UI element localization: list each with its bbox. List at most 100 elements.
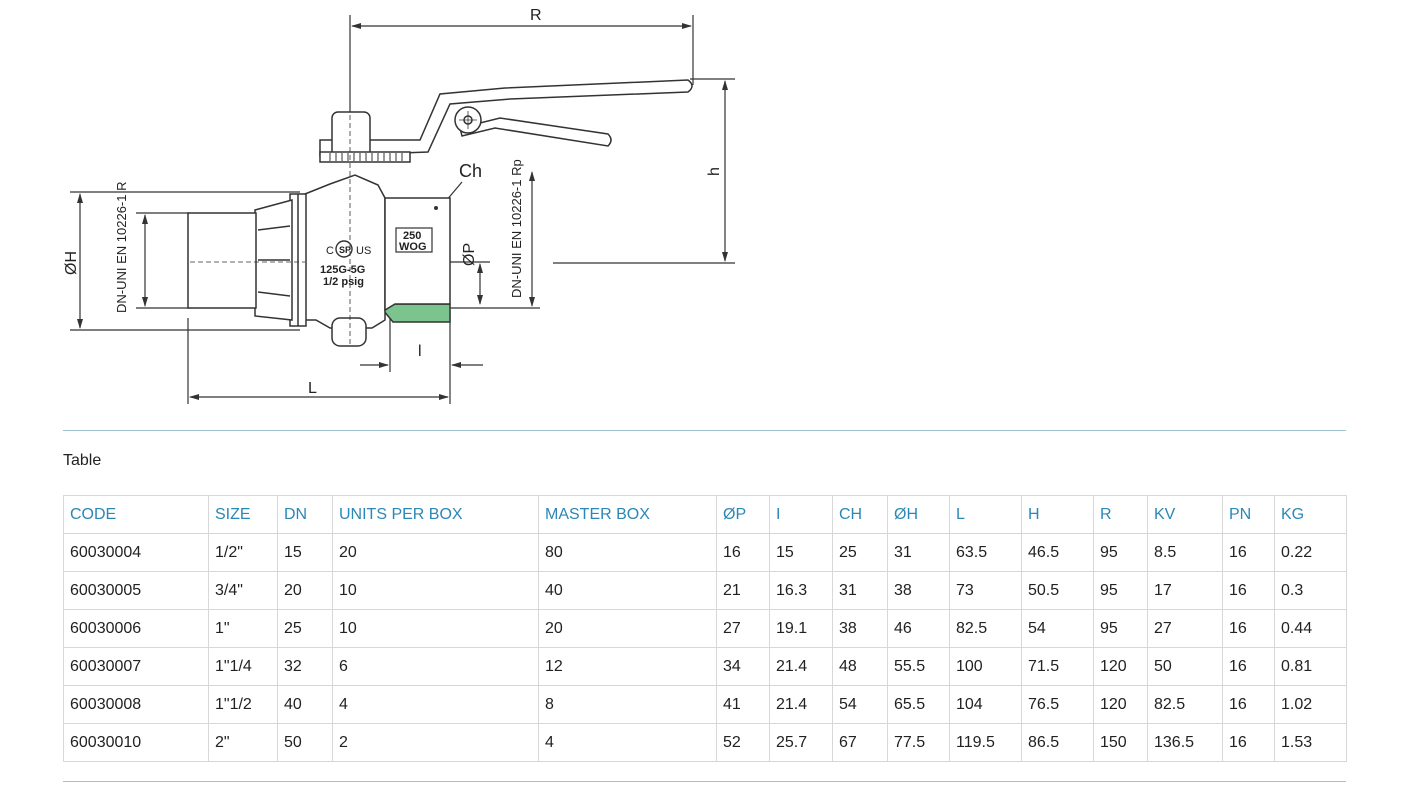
table-cell: 34 (716, 647, 770, 686)
table-cell: 21.4 (769, 685, 833, 724)
table-cell: 4 (538, 723, 717, 762)
table-cell: 95 (1093, 533, 1148, 572)
csa-right-text: US (356, 245, 371, 257)
label-female-thread: DN-UNI EN 10226-1 Rp (509, 159, 524, 298)
table-cell: 63.5 (949, 533, 1022, 572)
top-divider (63, 430, 1346, 431)
csa-mark-text: SP (339, 245, 351, 255)
label-h: h (706, 167, 723, 176)
bottom-divider (63, 781, 1346, 782)
table-cell: 6 (332, 647, 539, 686)
seal-band (381, 303, 451, 323)
table-cell: 2" (208, 723, 278, 762)
center-lines (190, 115, 351, 345)
label-oh: ØH (63, 251, 80, 275)
table-cell: 120 (1093, 647, 1148, 686)
knurl (329, 153, 403, 161)
table-cell: 4 (332, 685, 539, 724)
table-cell: 60030007 (63, 647, 209, 686)
column-header: H (1021, 495, 1094, 534)
table-cell: 119.5 (949, 723, 1022, 762)
table-cell: 15 (769, 533, 833, 572)
table-cell: 40 (538, 571, 717, 610)
table-cell: 21.4 (769, 647, 833, 686)
table-cell: 27 (1147, 609, 1223, 648)
table-cell: 0.22 (1274, 533, 1347, 572)
table-cell: 20 (277, 571, 333, 610)
rating-line2: 1/2 psig (323, 276, 364, 288)
table-cell: 150 (1093, 723, 1148, 762)
ch-leader-dot (434, 206, 438, 210)
table-cell: 0.3 (1274, 571, 1347, 610)
table-cell: 48 (832, 647, 888, 686)
table-cell: 73 (949, 571, 1022, 610)
table-cell: 31 (887, 533, 950, 572)
table-cell: 1/2" (208, 533, 278, 572)
table-cell: 27 (716, 609, 770, 648)
table-cell: 65.5 (887, 685, 950, 724)
table-cell: 80 (538, 533, 717, 572)
table-cell: 16.3 (769, 571, 833, 610)
table-cell: 100 (949, 647, 1022, 686)
table-cell: 17 (1147, 571, 1223, 610)
table-cell: 20 (538, 609, 717, 648)
table-cell: 16 (1222, 723, 1275, 762)
table-cell: 136.5 (1147, 723, 1223, 762)
table-cell: 1"1/4 (208, 647, 278, 686)
table-cell: 16 (1222, 533, 1275, 572)
table-cell: 52 (716, 723, 770, 762)
dimension-labels: R h Ch ØH DN-UNI EN 10226-1 R ØP DN-UNI … (63, 7, 723, 397)
column-header: I (769, 495, 833, 534)
table-cell: 60030006 (63, 609, 209, 648)
table-cell: 10 (332, 571, 539, 610)
table-cell: 0.81 (1274, 647, 1347, 686)
table-cell: 38 (887, 571, 950, 610)
table-cell: 10 (332, 609, 539, 648)
column-header: PN (1222, 495, 1275, 534)
table-cell: 82.5 (1147, 685, 1223, 724)
table-cell: 32 (277, 647, 333, 686)
table-cell: 60030004 (63, 533, 209, 572)
label-ch: Ch (459, 161, 482, 181)
column-header: CH (832, 495, 888, 534)
column-header: CODE (63, 495, 209, 534)
table-cell: 1.53 (1274, 723, 1347, 762)
label-male-thread: DN-UNI EN 10226-1 R (114, 182, 129, 314)
table-cell: 16 (1222, 609, 1275, 648)
table-cell: 41 (716, 685, 770, 724)
table-cell: 77.5 (887, 723, 950, 762)
wog-line1: 250 (403, 230, 421, 242)
label-op: ØP (461, 243, 478, 266)
column-header: ØP (716, 495, 770, 534)
valve-technical-drawing: C SP US 125G-5G 1/2 psig 250 WOG R h Ch … (63, 7, 735, 404)
table-cell: 55.5 (887, 647, 950, 686)
table-cell: 71.5 (1021, 647, 1094, 686)
table-cell: 1" (208, 609, 278, 648)
label-l: l (418, 343, 422, 360)
column-header: KV (1147, 495, 1223, 534)
table-cell: 25 (277, 609, 333, 648)
dimension-lines (70, 15, 735, 404)
column-header: ØH (887, 495, 950, 534)
table-cell: 19.1 (769, 609, 833, 648)
label-big-l: L (308, 380, 317, 397)
table-cell: 8.5 (1147, 533, 1223, 572)
table-cell: 16 (1222, 571, 1275, 610)
rating-line1: 125G-5G (320, 264, 365, 276)
table-cell: 38 (832, 609, 888, 648)
table-cell: 0.44 (1274, 609, 1347, 648)
table-cell: 25.7 (769, 723, 833, 762)
table-cell: 86.5 (1021, 723, 1094, 762)
csa-left-text: C (326, 245, 334, 257)
label-r: R (530, 7, 542, 24)
table-caption: Table (63, 452, 102, 469)
column-header: R (1093, 495, 1148, 534)
